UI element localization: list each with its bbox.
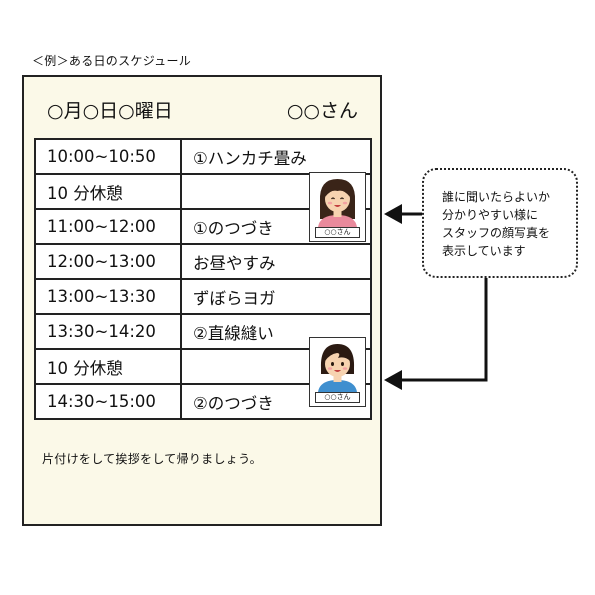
time-cell: 13:00~13:30 xyxy=(34,278,182,315)
staff-photo: ○○さん xyxy=(309,172,366,242)
staff-face-icon xyxy=(318,344,357,392)
activity-cell: お昼やすみ xyxy=(180,243,372,280)
schedule-row: 13:00~13:30 ずぼらヨガ xyxy=(34,278,372,315)
closing-instruction: 片付けをして挨拶をして帰りましょう。 xyxy=(42,452,262,466)
activity-cell: ずぼらヨガ xyxy=(180,278,372,315)
arrow-head-icon xyxy=(384,370,402,390)
staff-name-tag: ○○さん xyxy=(315,392,360,403)
time-cell: 10:00~10:50 xyxy=(34,138,182,175)
staff-face-icon xyxy=(318,179,357,227)
schedule-row: 10:00~10:50 ①ハンカチ畳み xyxy=(34,138,372,175)
callout-text-line: スタッフの顔写真を xyxy=(442,226,551,240)
connector-line xyxy=(398,278,488,382)
staff-photo: ○○さん xyxy=(309,337,366,407)
activity-cell: ①ハンカチ畳み xyxy=(180,138,372,175)
callout-text-line: 分かりやすい様に xyxy=(442,208,539,222)
date-label: ○月○日○曜日 xyxy=(47,100,173,122)
staff-name-tag: ○○さん xyxy=(315,227,360,238)
time-cell: 14:30~15:00 xyxy=(34,383,182,420)
callout-text-line: 誰に聞いたらよいか xyxy=(442,190,551,204)
time-cell: 13:30~14:20 xyxy=(34,313,182,350)
schedule-card: ○月○日○曜日 ○○さん 10:00~10:50 ①ハンカチ畳み 10 分休憩 … xyxy=(22,75,382,526)
schedule-row: 12:00~13:00 お昼やすみ xyxy=(34,243,372,280)
time-cell: 12:00~13:00 xyxy=(34,243,182,280)
callout-text-line: 表示しています xyxy=(442,244,526,258)
time-cell: 10 分休憩 xyxy=(34,173,182,210)
example-caption: ＜例＞ある日のスケジュール xyxy=(32,54,192,68)
schedule-table: 10:00~10:50 ①ハンカチ畳み 10 分休憩 11:00~12:00 ①… xyxy=(34,138,372,420)
time-cell: 11:00~12:00 xyxy=(34,208,182,245)
explanation-callout: 誰に聞いたらよいか 分かりやすい様に スタッフの顔写真を 表示しています xyxy=(422,168,578,278)
schedule-row: 10 分休憩 xyxy=(34,173,372,210)
person-name-label: ○○さん xyxy=(286,100,358,122)
arrow-head-icon xyxy=(384,204,402,224)
time-cell: 10 分休憩 xyxy=(34,348,182,385)
